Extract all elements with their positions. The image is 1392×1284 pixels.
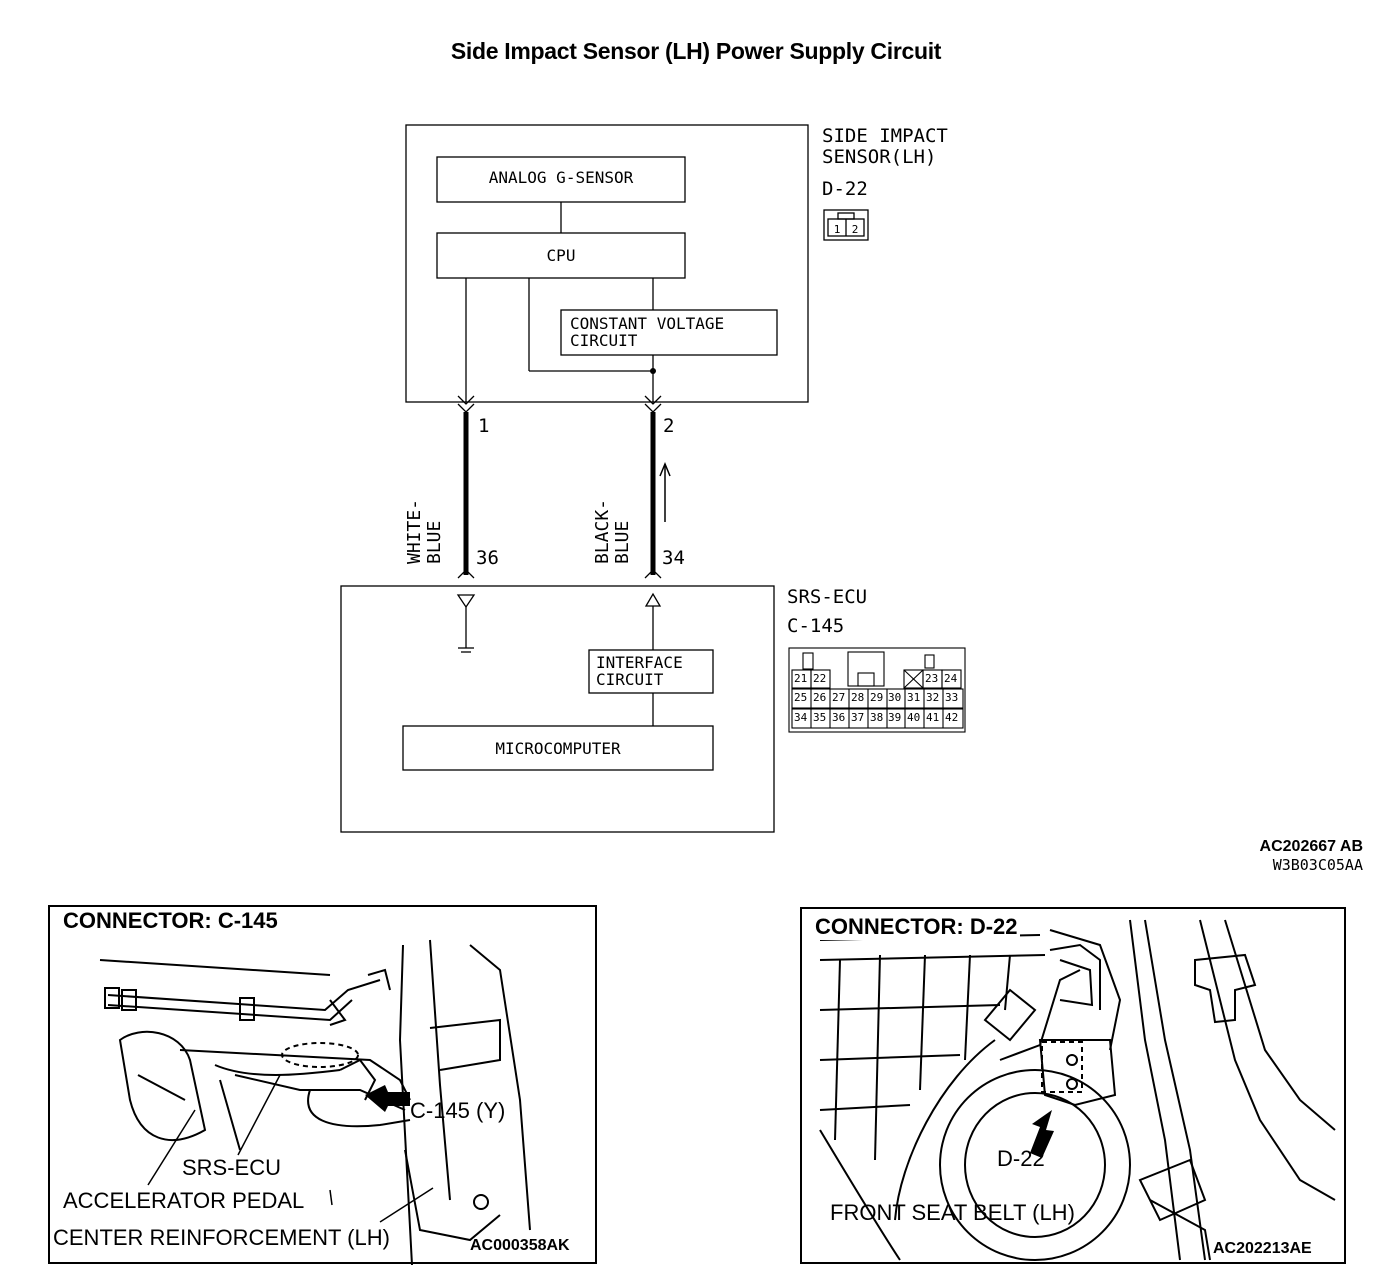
wire-right-color-line2: BLUE <box>612 520 633 564</box>
c145-pin: 24 <box>944 672 958 685</box>
c145-pin: 30 <box>888 691 902 704</box>
microcomputer-block <box>402 725 714 771</box>
page-title: Side Impact Sensor (LH) Power Supply Cir… <box>450 38 942 64</box>
wire-right-color: BLACK- BLUE <box>592 444 633 564</box>
interface-label-1: INTERFACE <box>596 653 683 672</box>
c145-pin: 40 <box>907 711 921 724</box>
callout-center-reinforcement: CENTER REINFORCEMENT (LH) <box>53 1225 390 1250</box>
c145-pin: 38 <box>870 711 884 724</box>
callout-srs-ecu: SRS-ECU <box>182 1155 282 1180</box>
c145-location-illustration <box>99 939 531 1266</box>
inset-d22-title: CONNECTOR: D-22 <box>813 914 1020 940</box>
wire-right-color-line1: BLACK- <box>592 498 613 564</box>
cpu-label: CPU <box>546 246 576 265</box>
c145-pin: 41 <box>926 711 940 724</box>
constant-voltage-block <box>560 309 778 356</box>
inset-c145-code: AC000358AK <box>470 1237 570 1254</box>
callout-d22: D-22 <box>997 1146 1045 1171</box>
wire-right-pin-bottom: 34 <box>662 547 685 569</box>
wire-left-color-line1: WHITE- <box>404 498 425 564</box>
inset-d22-code: AC202213AE <box>1213 1240 1312 1257</box>
c145-pin: 39 <box>888 711 902 724</box>
inset-c145-frame <box>48 905 597 1264</box>
sensor-name-line1: SIDE IMPACT <box>822 125 948 147</box>
wire-left-pin-bottom: 36 <box>476 547 499 569</box>
c145-pin: 42 <box>945 711 959 724</box>
inset-d22-frame <box>800 907 1346 1264</box>
constant-voltage-label-2: CIRCUIT <box>570 331 638 350</box>
callout-accelerator-pedal: ACCELERATOR PEDAL <box>63 1188 305 1213</box>
sensor-connector-label: D-22 <box>822 178 868 200</box>
microcomputer-label: MICROCOMPUTER <box>495 739 621 758</box>
constant-voltage-label-1: CONSTANT VOLTAGE <box>570 314 725 333</box>
wire-right-pin-top: 2 <box>663 415 675 437</box>
c145-pin: 37 <box>851 711 865 724</box>
d22-arrow-icon <box>1030 1110 1054 1158</box>
c145-pin: 35 <box>813 711 827 724</box>
callout-front-seat-belt: FRONT SEAT BELT (LH) <box>830 1200 1075 1225</box>
svg-text:1: 1 <box>834 223 841 236</box>
sensor-name-line2: SENSOR(LH) <box>822 146 937 168</box>
inset-c145-title: CONNECTOR: C-145 <box>63 908 278 933</box>
c145-pin: 32 <box>926 691 940 704</box>
c145-pin: 31 <box>907 691 921 704</box>
c145-arrow-icon <box>365 1085 410 1112</box>
interface-circuit-block <box>588 649 714 694</box>
srs-ecu-box <box>340 585 775 833</box>
c145-pin-numbers: 21 22 23 24 25 26 27 28 29 30 31 32 33 3… <box>792 670 963 728</box>
analog-g-sensor-label: ANALOG G-SENSOR <box>488 168 634 187</box>
ecu-connector-label: C-145 <box>787 615 845 637</box>
c145-pin: 26 <box>813 691 827 704</box>
sensor-box <box>405 124 809 403</box>
c145-pin: 25 <box>794 691 808 704</box>
callout-c145: C-145 (Y) <box>410 1098 506 1123</box>
c145-pin: 33 <box>945 691 959 704</box>
c145-pin: 23 <box>925 672 939 685</box>
ecu-name-label: SRS-ECU <box>787 586 868 608</box>
diagram-code-secondary: W3B03C05AA <box>1272 856 1363 874</box>
interface-label-2: CIRCUIT <box>596 670 664 689</box>
c145-pin: 28 <box>851 691 865 704</box>
wire-left-color: WHITE- BLUE <box>404 444 445 564</box>
d22-connector-icon <box>823 209 869 241</box>
c145-pin: 27 <box>832 691 846 704</box>
c145-connector-grid <box>788 647 966 733</box>
c145-pin: 36 <box>832 711 846 724</box>
c145-pin: 21 <box>794 672 808 685</box>
wire-left-pin-top: 1 <box>478 415 490 437</box>
diagram-code: AC202667 AB <box>1259 838 1363 855</box>
current-arrow-icon <box>659 462 671 522</box>
wire-left-color-line2: BLUE <box>424 520 445 564</box>
svg-text:2: 2 <box>852 223 859 236</box>
c145-pin: 29 <box>870 691 884 704</box>
c145-pin: 34 <box>794 711 808 724</box>
c145-pin: 22 <box>813 672 827 685</box>
